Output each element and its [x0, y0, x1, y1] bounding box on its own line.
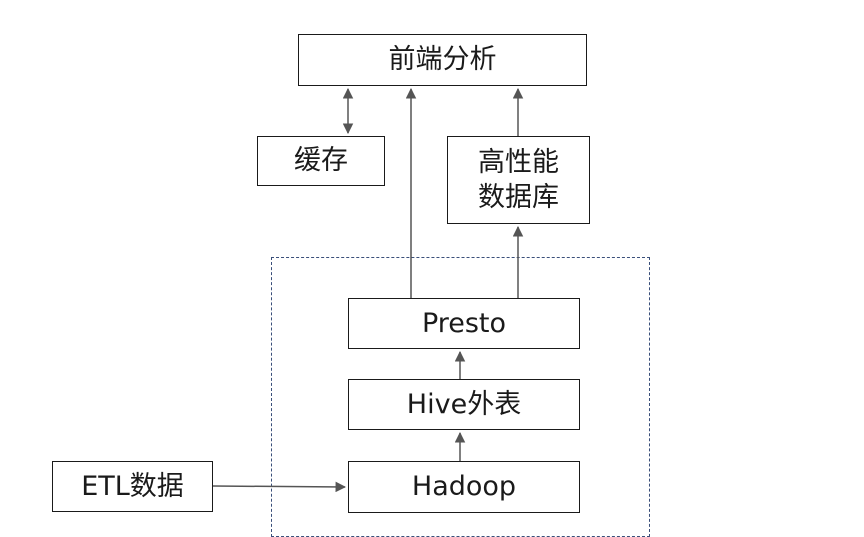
high-performance-db-node: 高性能 数据库: [447, 136, 590, 224]
hive-external-table-node: Hive外表: [348, 379, 580, 430]
etl-data-node: ETL数据: [52, 461, 213, 512]
hadoop-node: Hadoop: [348, 461, 580, 513]
architecture-diagram: 前端分析 缓存 高性能 数据库 Presto Hive外表 Hadoop ETL…: [52, 34, 650, 537]
presto-node: Presto: [348, 298, 580, 349]
connector-layer: [212, 87, 524, 493]
frontend-analysis-node: 前端分析: [298, 34, 587, 86]
arrow-etl-hadoop: [212, 481, 347, 493]
cache-node: 缓存: [257, 136, 385, 186]
